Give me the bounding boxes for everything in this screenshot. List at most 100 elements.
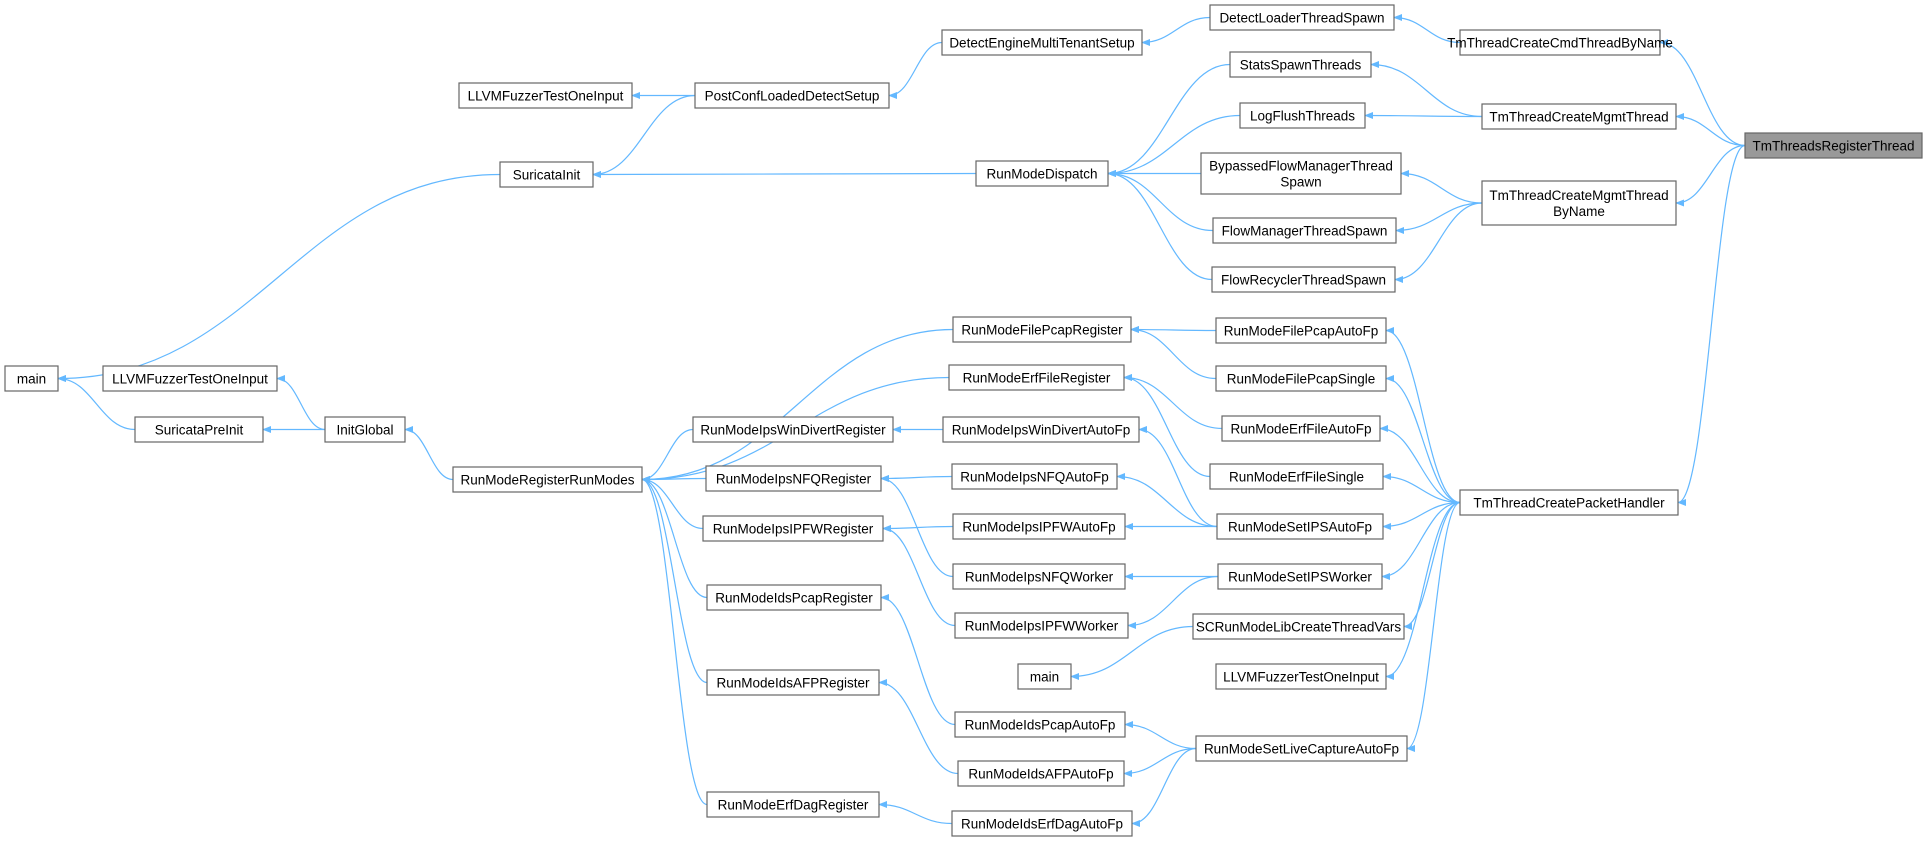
node-box: [954, 711, 1126, 738]
node-erf-dag-auto[interactable]: RunModeIdsErfDagAutoFp: [951, 810, 1133, 837]
node-post-conf[interactable]: PostConfLoadedDetectSetup: [694, 82, 890, 109]
edge-flow-recycler-to-mgmt-by-name: [1394, 202, 1483, 284]
node-cmd-by-name[interactable]: TmThreadCreateCmdThreadByName: [1447, 29, 1673, 56]
node-flow-recycler[interactable]: FlowRecyclerThreadSpawn: [1211, 266, 1396, 293]
node-register-run-modes[interactable]: RunModeRegisterRunModes: [452, 466, 643, 493]
node-file-pcap-single[interactable]: RunModeFilePcapSingle: [1215, 365, 1387, 392]
node-box: [948, 364, 1125, 391]
node-afp-reg[interactable]: RunModeIdsAFPRegister: [706, 669, 880, 696]
node-ipfw-auto[interactable]: RunModeIpsIPFWAutoFp: [952, 513, 1126, 540]
edge-ids-pcap-reg-to-ids-pcap-auto: [880, 593, 956, 726]
edge-file-pcap-reg-to-file-pcap-auto: [1130, 325, 1217, 334]
edge-mgmt-to-root: [1675, 112, 1746, 147]
node-detect-loader[interactable]: DetectLoaderThreadSpawn: [1209, 4, 1395, 31]
node-nfq-auto[interactable]: RunModeIpsNFQAutoFp: [951, 463, 1118, 490]
node-pre-init[interactable]: SuricataPreInit: [134, 416, 264, 443]
edge-main3-to-pre-init: [57, 374, 136, 431]
node-label: InitGlobal: [336, 423, 393, 438]
node-fuzz2[interactable]: LLVMFuzzerTestOneInput: [102, 365, 278, 392]
node-sc-lib[interactable]: SCRunModeLibCreateThreadVars: [1192, 613, 1405, 640]
edge-fuzz2-to-init-global: [276, 374, 326, 431]
node-label: RunModeErfFileRegister: [963, 371, 1111, 386]
edge-run-mode-dispatch-to-stats: [1107, 63, 1231, 178]
node-box: [1200, 152, 1402, 195]
node-detect-multi[interactable]: DetectEngineMultiTenantSetup: [941, 29, 1143, 56]
node-label: LogFlushThreads: [1250, 109, 1355, 124]
node-file-pcap-reg[interactable]: RunModeFilePcapRegister: [952, 316, 1132, 343]
nodes-layer: TmThreadsRegisterThread TmThreadCreateCmd…: [4, 4, 1923, 837]
node-box: [952, 513, 1126, 540]
node-box: [1212, 217, 1397, 244]
node-box: [1211, 266, 1396, 293]
node-label: RunModeErfFileAutoFp: [1230, 422, 1371, 437]
node-live-capture[interactable]: RunModeSetLiveCaptureAutoFp: [1195, 735, 1408, 762]
node-mgmt[interactable]: TmThreadCreateMgmtThread: [1481, 103, 1677, 130]
node-nfq-worker[interactable]: RunModeIpsNFQWorker: [952, 563, 1126, 590]
node-label: TmThreadCreatePacketHandler: [1473, 496, 1665, 511]
node-label: LLVMFuzzerTestOneInput: [1223, 670, 1379, 685]
node-pkt-handler[interactable]: TmThreadCreatePacketHandler: [1459, 489, 1679, 516]
node-label: RunModeIdsPcapRegister: [715, 591, 873, 606]
node-ids-pcap-auto[interactable]: RunModeIdsPcapAutoFp: [954, 711, 1126, 738]
edge-erf-dag-reg-to-erf-dag-auto: [878, 800, 953, 825]
edge-erf-file-reg-to-erf-file-auto: [1123, 373, 1223, 430]
node-box: [941, 29, 1143, 56]
node-set-ipsworker[interactable]: RunModeSetIPSWorker: [1217, 563, 1383, 590]
edge-suricata-init-to-run-mode-dispatch: [592, 170, 977, 179]
node-erf-file-reg[interactable]: RunModeErfFileRegister: [948, 364, 1125, 391]
node-main1[interactable]: main: [4, 365, 59, 392]
node-box: [1229, 51, 1372, 78]
edge-main1-to-suricata-init: [57, 173, 501, 383]
node-set-ipsauto[interactable]: RunModeSetIPSAutoFp: [1216, 513, 1384, 540]
node-box: [1215, 317, 1387, 344]
edge-stats-to-mgmt: [1370, 60, 1483, 118]
edge-run-mode-dispatch-to-log-flush: [1107, 114, 1241, 178]
node-box: [1459, 489, 1679, 516]
edge-register-run-modes-to-win-divert-reg: [641, 428, 694, 484]
edge-ids-pcap-auto-to-live-capture: [1124, 720, 1197, 750]
node-label: StatsSpawnThreads: [1240, 58, 1362, 73]
edge-ipfw-reg-to-ipfw-worker: [882, 524, 956, 627]
node-run-mode-dispatch[interactable]: RunModeDispatch: [975, 160, 1109, 187]
node-afp-auto[interactable]: RunModeIdsAFPAutoFp: [957, 760, 1125, 787]
node-ipfw-worker[interactable]: RunModeIpsIPFWWorker: [954, 612, 1129, 639]
node-win-divert-reg[interactable]: RunModeIpsWinDivertRegister: [692, 416, 894, 443]
node-box: [975, 160, 1109, 187]
node-fuzz1[interactable]: LLVMFuzzerTestOneInput: [458, 82, 633, 109]
node-main2[interactable]: main: [1017, 663, 1072, 690]
node-label: BypassedFlowManagerThread: [1209, 159, 1393, 174]
node-label: RunModeIpsWinDivertAutoFp: [952, 423, 1131, 438]
node-erf-file-single[interactable]: RunModeErfFileSingle: [1209, 463, 1384, 490]
node-file-pcap-auto[interactable]: RunModeFilePcapAutoFp: [1215, 317, 1387, 344]
node-label: RunModeIpsWinDivertRegister: [700, 423, 886, 438]
node-ids-pcap-reg[interactable]: RunModeIdsPcapRegister: [706, 584, 882, 611]
node-erf-file-auto[interactable]: RunModeErfFileAutoFp: [1221, 415, 1381, 442]
node-erf-dag-reg[interactable]: RunModeErfDagRegister: [706, 791, 880, 818]
edges-layer: [57, 13, 1746, 828]
node-ipfw-reg[interactable]: RunModeIpsIPFWRegister: [702, 515, 884, 542]
edge-main2-to-sc-lib: [1070, 625, 1194, 681]
edge-bypassed-to-mgmt-by-name: [1400, 169, 1483, 204]
node-label: RunModeIdsAFPAutoFp: [968, 767, 1113, 782]
edge-fuzz3-to-pkt-handler: [1385, 501, 1461, 681]
node-box: [324, 416, 406, 443]
node-label: RunModeDispatch: [986, 167, 1097, 182]
node-root[interactable]: TmThreadsRegisterThread: [1744, 132, 1923, 159]
node-suricata-init[interactable]: SuricataInit: [499, 161, 594, 188]
node-label: Spawn: [1280, 175, 1321, 190]
node-stats[interactable]: StatsSpawnThreads: [1229, 51, 1372, 78]
node-log-flush[interactable]: LogFlushThreads: [1239, 102, 1366, 129]
node-nfq-reg[interactable]: RunModeIpsNFQRegister: [705, 465, 882, 492]
node-box: [1215, 663, 1387, 690]
node-label: RunModeIpsNFQAutoFp: [960, 470, 1109, 485]
node-init-global[interactable]: InitGlobal: [324, 416, 406, 443]
edge-file-pcap-auto-to-pkt-handler: [1385, 326, 1461, 504]
node-box: [692, 416, 894, 443]
node-flow-mgr[interactable]: FlowManagerThreadSpawn: [1212, 217, 1397, 244]
node-label: RunModeErfFileSingle: [1229, 470, 1364, 485]
node-win-divert-auto[interactable]: RunModeIpsWinDivertAutoFp: [942, 416, 1140, 443]
node-fuzz3[interactable]: LLVMFuzzerTestOneInput: [1215, 663, 1387, 690]
edge-erf-file-auto-to-pkt-handler: [1379, 424, 1461, 504]
